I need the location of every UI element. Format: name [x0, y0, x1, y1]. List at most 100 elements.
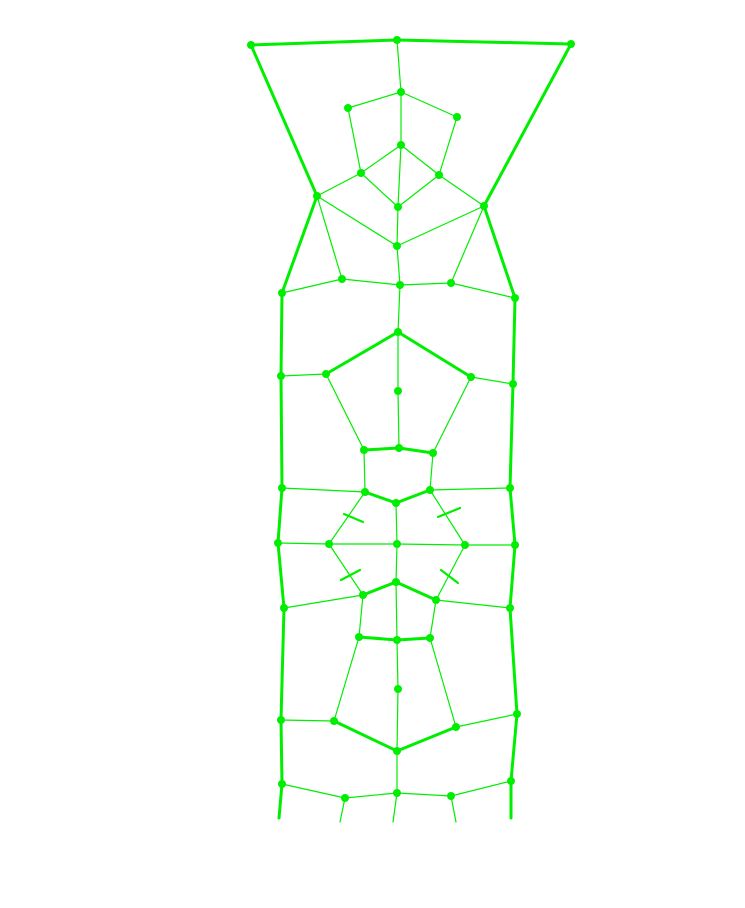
- node-e4: [467, 373, 475, 381]
- thin-edge: [455, 713, 518, 728]
- thin-edge: [397, 144, 402, 208]
- tick-mark: [439, 568, 460, 585]
- node-g1: [278, 484, 286, 492]
- node-f2: [395, 444, 403, 452]
- thin-edge: [316, 195, 343, 280]
- node-o3: [393, 789, 401, 797]
- thick-edge: [249, 43, 319, 198]
- node-g2: [361, 488, 369, 496]
- node-group: [247, 36, 575, 802]
- node-f1: [360, 446, 368, 454]
- node-i2: [359, 591, 367, 599]
- node-h4: [461, 541, 469, 549]
- node-h2: [325, 540, 333, 548]
- thin-edge: [400, 91, 458, 118]
- thick-edge: [508, 543, 517, 610]
- thin-edge: [280, 373, 327, 377]
- thick-edge: [279, 606, 286, 722]
- thin-edge: [396, 205, 485, 247]
- node-k2: [393, 636, 401, 644]
- open-edge: [450, 795, 457, 823]
- node-a5: [357, 169, 365, 177]
- thin-edge: [429, 637, 457, 728]
- thick-edge: [276, 486, 284, 545]
- thick-edge: [395, 725, 458, 753]
- node-e1: [277, 372, 285, 380]
- node-j2: [506, 604, 514, 612]
- thin-edge: [396, 206, 399, 247]
- node-c4: [447, 279, 455, 287]
- thin-edge: [395, 581, 398, 641]
- node-b2: [393, 242, 401, 250]
- thin-edge: [360, 172, 399, 208]
- thin-edge: [328, 491, 366, 545]
- thick-edge: [279, 291, 284, 378]
- thin-edge: [347, 91, 402, 109]
- thick-edge: [395, 38, 573, 46]
- node-j1: [280, 604, 288, 612]
- node-i1: [392, 578, 400, 586]
- node-c3: [396, 281, 404, 289]
- thick-edge: [249, 38, 399, 47]
- thin-edge: [429, 489, 466, 546]
- thick-edge: [482, 204, 517, 300]
- tick-mark: [436, 506, 462, 519]
- thick-edge: [397, 446, 435, 455]
- node-k3: [426, 634, 434, 642]
- thin-edge: [435, 544, 466, 601]
- node-o1: [278, 780, 286, 788]
- thick-edge: [280, 194, 319, 295]
- node-top-mid: [393, 36, 401, 44]
- thin-edge: [396, 245, 401, 286]
- thin-edge: [435, 599, 511, 609]
- node-c5: [511, 294, 519, 302]
- thick-edge: [279, 374, 284, 490]
- thin-edge: [450, 780, 512, 797]
- node-pinch-left: [313, 192, 321, 200]
- thin-edge: [450, 205, 485, 284]
- node-o5: [507, 777, 515, 785]
- thick-edge: [508, 382, 515, 490]
- thin-edge: [360, 144, 402, 174]
- node-m3: [452, 723, 460, 731]
- thin-edge-group: [277, 39, 518, 799]
- thin-edge: [397, 174, 440, 208]
- node-e3: [394, 387, 402, 395]
- thin-edge: [283, 594, 364, 609]
- thin-edge: [429, 487, 511, 491]
- thick-edge: [482, 42, 573, 208]
- node-a4: [397, 141, 405, 149]
- node-a1: [344, 104, 352, 112]
- thin-edge: [363, 449, 366, 493]
- node-m2: [330, 717, 338, 725]
- thin-edge: [470, 376, 514, 385]
- node-e2: [322, 370, 330, 378]
- thin-edge: [347, 107, 362, 174]
- node-a6: [435, 171, 443, 179]
- thin-edge: [396, 543, 466, 546]
- node-o4: [447, 792, 455, 800]
- node-l1: [394, 685, 402, 693]
- node-i3: [432, 596, 440, 604]
- tick-mark: [339, 568, 362, 582]
- thin-edge: [438, 116, 458, 176]
- node-g5: [506, 484, 514, 492]
- thick-edge: [508, 606, 519, 716]
- node-c1: [278, 289, 286, 297]
- thick-edge: [394, 580, 438, 602]
- node-n1: [393, 747, 401, 755]
- node-g4: [426, 486, 434, 494]
- thick-edge: [276, 541, 286, 610]
- thin-edge: [281, 278, 343, 294]
- thin-edge: [397, 390, 400, 449]
- thin-edge: [396, 39, 402, 93]
- thin-edge: [429, 452, 434, 491]
- open-edge: [277, 782, 284, 820]
- open-edge: [392, 792, 398, 823]
- thick-edge: [509, 712, 519, 783]
- tick-mark: [342, 512, 365, 524]
- thin-edge: [429, 599, 437, 639]
- thin-edge: [344, 792, 398, 799]
